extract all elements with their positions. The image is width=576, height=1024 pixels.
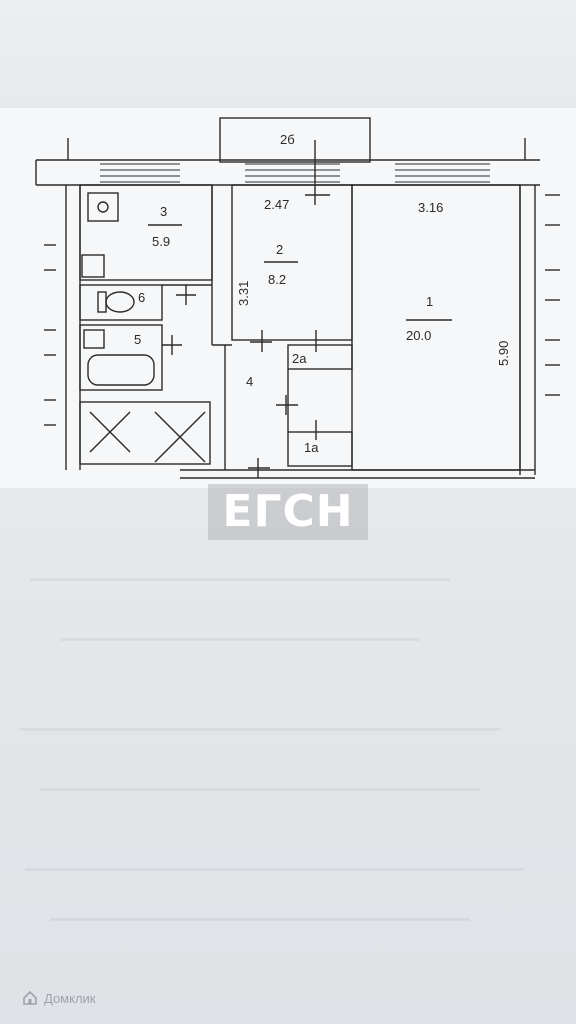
room-1a-outline: [287, 431, 353, 467]
room-1a-number: 1а: [304, 440, 319, 455]
room-5-outline: [79, 324, 163, 391]
room-3-outline: [79, 184, 213, 281]
room-4-number: 4: [246, 374, 253, 389]
storage-block: [79, 401, 211, 465]
faint-text-line: [20, 728, 500, 731]
room-3-number: 3: [160, 204, 167, 219]
room-2-width-dimension: 2.47: [264, 197, 289, 212]
room-2-area: 8.2: [268, 272, 286, 287]
room-6-outline: [79, 284, 163, 321]
room-1-area: 20.0: [406, 328, 431, 343]
burner-icon: [97, 201, 109, 213]
paper-bottom-sheet: [0, 488, 576, 1024]
room-1-outline: [351, 184, 521, 471]
house-icon: [23, 990, 37, 1005]
bathtub-icon: [87, 354, 155, 386]
kitchen-sink-icon: [81, 254, 105, 278]
toilet-icon: [105, 291, 135, 313]
washbasin-icon: [83, 329, 105, 349]
paper-top-sheet: [0, 0, 576, 110]
room-6-number: 6: [138, 290, 145, 305]
room-1-length-dimension: 5.90: [496, 341, 511, 366]
stove-icon: [87, 192, 119, 222]
faint-text-line: [50, 918, 470, 921]
brand-name: Домклик: [44, 990, 96, 1006]
toilet-tank-icon: [97, 291, 107, 313]
room-1-width-dimension: 3.16: [418, 200, 443, 215]
faint-text-line: [40, 788, 480, 791]
room-2-number: 2: [276, 242, 283, 257]
egsn-watermark: ЕГСН: [208, 484, 368, 540]
room-2a-number: 2а: [292, 351, 307, 366]
room-2b-number: 2б: [280, 132, 295, 147]
balcony-outline: [219, 117, 371, 163]
room-3-area: 5.9: [152, 234, 170, 249]
domclick-brand: Домклик: [22, 988, 96, 1008]
room-1-number: 1: [426, 294, 433, 309]
room-5-number: 5: [134, 332, 141, 347]
faint-text-line: [60, 638, 420, 641]
faint-text-line: [30, 578, 450, 581]
room-2-length-dimension: 3.31: [236, 281, 251, 306]
faint-text-line: [25, 868, 525, 871]
